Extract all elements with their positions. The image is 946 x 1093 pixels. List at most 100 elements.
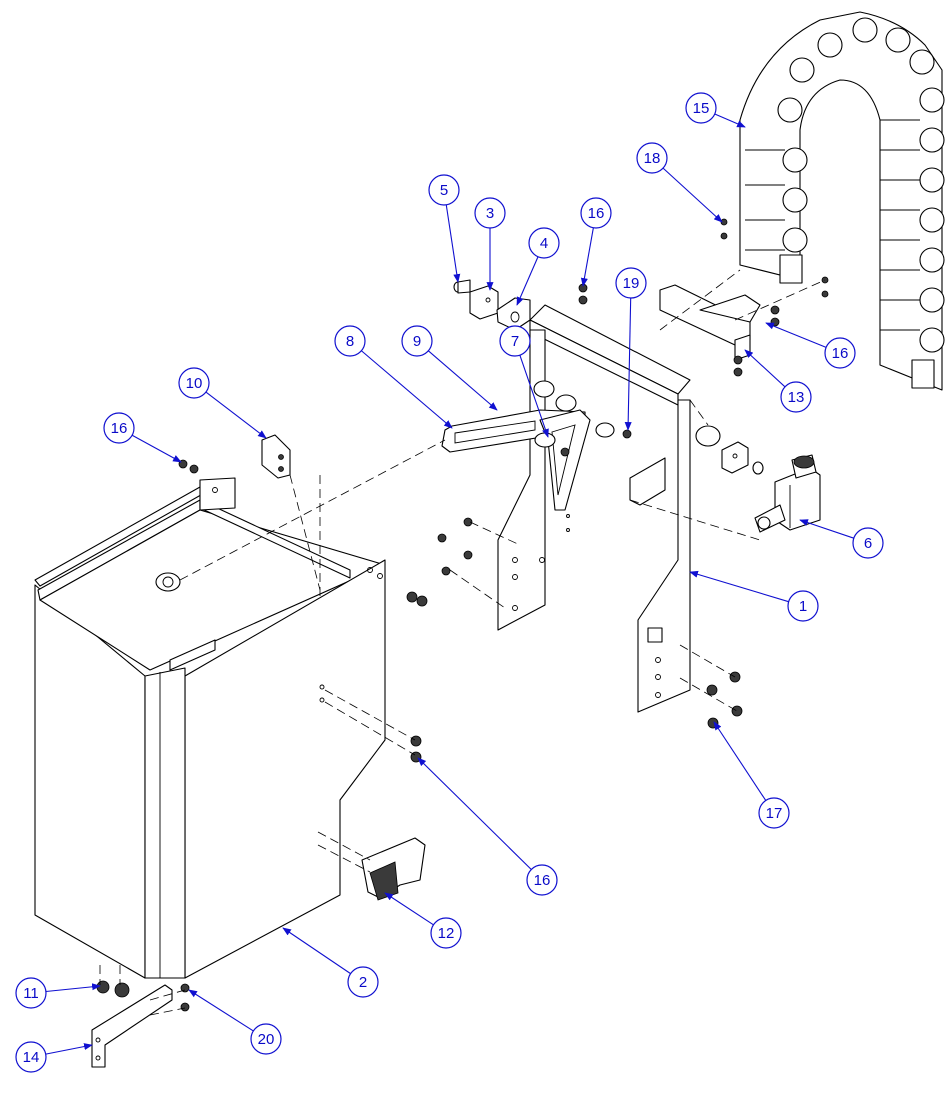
callout-19: 19: [615, 267, 647, 431]
assembly-lines: [99, 269, 826, 1016]
callout-circle: [250, 1023, 282, 1055]
callout-label: 2: [359, 974, 367, 991]
callout-leader-line: [799, 519, 854, 539]
callout-leader-line: [662, 167, 723, 223]
hinge-bar-part: [91, 984, 173, 1068]
callout-leader-line: [714, 113, 746, 128]
callout-leader-line: [744, 349, 786, 388]
callout-label: 20: [258, 1031, 275, 1048]
callout-circle: [474, 197, 506, 229]
callout-label: 11: [23, 985, 39, 1002]
small-parts: [453, 279, 531, 331]
callout-label: 16: [111, 420, 128, 437]
chain-bracket-part: [659, 284, 761, 361]
callout-label: 16: [832, 345, 849, 362]
callout-circle: [787, 590, 819, 622]
callout-circle: [615, 267, 647, 299]
callout-8: 8: [334, 325, 453, 429]
callout-leader-line: [765, 322, 827, 348]
callout-14: 14: [15, 1041, 93, 1073]
callout-circle: [636, 142, 668, 174]
latch-part: [361, 837, 426, 901]
callout-label: 8: [346, 333, 354, 350]
callout-circle: [526, 864, 558, 896]
callout-leader-line: [689, 570, 789, 603]
callout-circle: [824, 337, 856, 369]
callout-11: 11: [15, 977, 101, 1009]
callout-leader-line: [624, 297, 632, 431]
callout-label: 19: [623, 275, 640, 292]
callout-10: 10: [178, 367, 267, 439]
callout-9: 9: [401, 325, 498, 411]
callout-leader-line: [188, 989, 254, 1032]
callout-leader-line: [282, 927, 351, 975]
callout-leader-line: [45, 1043, 93, 1055]
callout-label: 4: [540, 235, 548, 252]
callout-circle: [15, 977, 47, 1009]
callout-leader-line: [427, 350, 498, 411]
callout-circle: [685, 92, 717, 124]
callout-label: 13: [788, 389, 805, 406]
small-bracket-part: [261, 434, 291, 479]
callout-leader-line: [516, 256, 539, 306]
callout-16: 16: [417, 757, 558, 896]
callout-leader-line: [580, 227, 594, 287]
callout-label: 10: [186, 375, 203, 392]
callout-16: 16: [580, 197, 612, 287]
callout-circle: [334, 325, 366, 357]
callout-label: 14: [23, 1049, 40, 1066]
callout-label: 18: [644, 150, 661, 167]
callout-leader-line: [445, 204, 461, 283]
callout-label: 1: [799, 598, 807, 615]
callout-15: 15: [685, 92, 746, 128]
callout-circle: [401, 325, 433, 357]
callout-1: 1: [689, 570, 819, 622]
callout-16: 16: [103, 412, 182, 463]
callout-leader-line: [45, 983, 101, 993]
callout-circle: [178, 367, 210, 399]
callout-circle: [430, 917, 462, 949]
callout-12: 12: [384, 892, 462, 949]
callout-5: 5: [428, 174, 461, 283]
callout-leader-line: [417, 757, 532, 870]
callout-16: 16: [765, 322, 856, 369]
lever-part: [441, 380, 632, 511]
callout-leader-line: [384, 892, 434, 926]
enclosure-part: [34, 477, 386, 979]
callout-label: 17: [766, 805, 783, 822]
callout-circle: [852, 527, 884, 559]
callout-circle: [15, 1041, 47, 1073]
callout-label: 6: [864, 535, 872, 552]
callout-label: 7: [511, 333, 519, 350]
callout-13: 13: [744, 349, 812, 413]
callout-3: 3: [474, 197, 506, 291]
callout-18: 18: [636, 142, 723, 223]
callout-circle: [528, 227, 560, 259]
callout-leader-line: [361, 350, 453, 429]
callout-leader-line: [205, 391, 267, 439]
callout-label: 5: [440, 182, 448, 199]
callout-leader-line: [519, 355, 549, 438]
callout-label: 16: [588, 205, 605, 222]
callout-20: 20: [188, 989, 282, 1055]
callout-17: 17: [713, 721, 790, 829]
callout-6: 6: [799, 519, 884, 559]
callout-7: 7: [499, 325, 549, 438]
callout-circle: [580, 197, 612, 229]
callout-2: 2: [282, 927, 379, 998]
callout-circle: [103, 412, 135, 444]
callout-label: 15: [693, 100, 710, 117]
callout-circle: [428, 174, 460, 206]
callout-leader-line: [131, 434, 182, 463]
callout-label: 3: [486, 205, 494, 222]
callout-leader-line: [713, 721, 767, 801]
callout-circle: [758, 797, 790, 829]
main-frame-part: [497, 304, 691, 713]
callout-label: 16: [534, 872, 551, 889]
callout-circle: [347, 966, 379, 998]
callout-circle: [780, 381, 812, 413]
solenoid-part: [695, 425, 821, 533]
callout-circle: [499, 325, 531, 357]
